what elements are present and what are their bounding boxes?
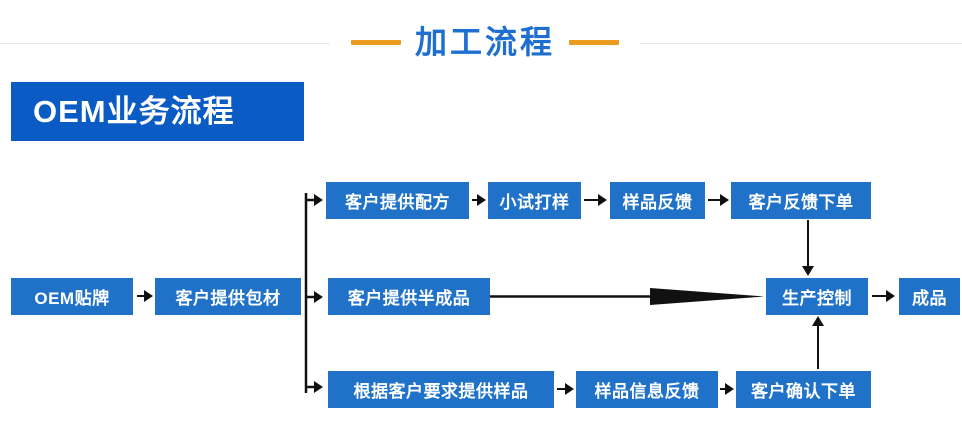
- arrow-start-to-stage2: [137, 290, 153, 302]
- arrow-semifinished-to-production: [490, 284, 764, 308]
- node-customer-feedback-order[interactable]: 客户反馈下单: [731, 182, 871, 219]
- node-customer-formula[interactable]: 客户提供配方: [326, 182, 469, 219]
- node-production-control[interactable]: 生产控制: [766, 278, 868, 315]
- node-customer-semifinished[interactable]: 客户提供半成品: [328, 278, 490, 315]
- branch-connector: [300, 192, 330, 394]
- node-oem-label[interactable]: OEM贴牌: [11, 278, 133, 315]
- arrow-formula-to-trial: [472, 194, 486, 206]
- node-customer-packaging[interactable]: 客户提供包材: [155, 278, 301, 315]
- node-customer-confirm-order[interactable]: 客户确认下单: [736, 371, 871, 408]
- arrow-confirm-to-production: [812, 316, 824, 369]
- arrow-sample-feedback-to-order: [708, 194, 729, 206]
- dash-right-icon: [569, 39, 619, 45]
- node-sample-per-request[interactable]: 根据客户要求提供样品: [328, 371, 554, 408]
- arrow-production-to-finished: [872, 290, 895, 302]
- node-sample-info-feedback[interactable]: 样品信息反馈: [576, 371, 718, 408]
- section-banner: OEM业务流程: [11, 82, 304, 141]
- arrow-info-to-confirm-order: [720, 383, 734, 395]
- dash-left-icon: [350, 39, 401, 45]
- arrow-sample-request-to-info: [557, 383, 574, 395]
- section-banner-label: OEM业务流程: [33, 94, 235, 129]
- node-trial-sample[interactable]: 小试打样: [488, 182, 581, 219]
- page-title-group: 加工流程: [330, 14, 640, 70]
- node-sample-feedback[interactable]: 样品反馈: [610, 182, 705, 219]
- page-title: 加工流程: [414, 24, 555, 60]
- arrow-trial-to-sample-feedback: [584, 194, 607, 206]
- node-finished-product[interactable]: 成品: [899, 278, 960, 315]
- arrow-order-to-production: [802, 220, 814, 276]
